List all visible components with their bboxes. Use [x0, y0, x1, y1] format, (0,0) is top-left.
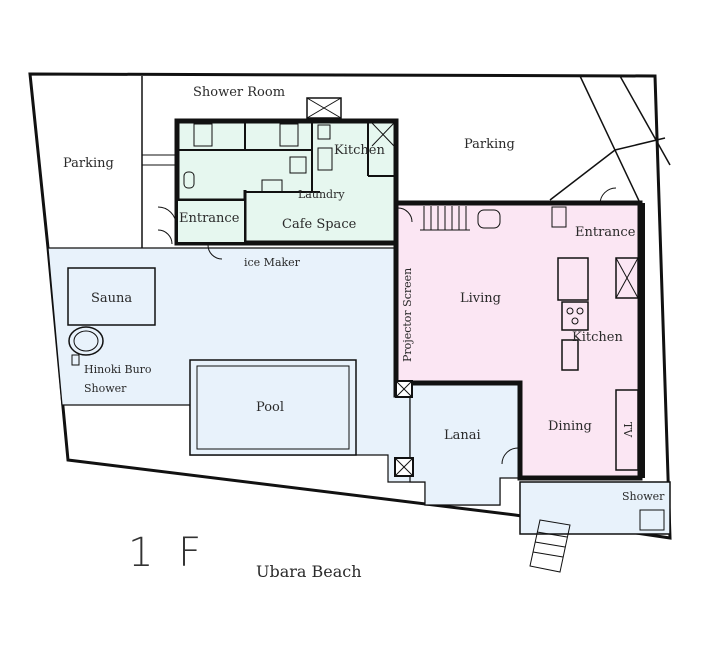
shower-stall — [193, 123, 213, 147]
pool — [189, 359, 357, 456]
stairs — [420, 206, 470, 231]
door-swing — [157, 229, 173, 245]
shower-left-label: Shower — [84, 382, 127, 395]
stove — [317, 124, 331, 140]
fridge-mark — [371, 122, 395, 147]
fridge-mark — [615, 257, 639, 299]
kitchen-sink — [561, 339, 579, 371]
toilet — [183, 171, 195, 189]
parking-line — [579, 75, 641, 204]
shower-stall — [279, 123, 299, 147]
parking-line — [619, 75, 671, 166]
hinoki-buro-label: Hinoki Buro — [84, 363, 152, 376]
laundry-label: Laundry — [298, 188, 345, 201]
kitchen-main-label: Kitchen — [572, 330, 623, 345]
sauna-room — [67, 267, 156, 326]
cooktop — [561, 301, 589, 331]
pool-inner — [196, 365, 350, 450]
sink — [551, 206, 567, 228]
parking-left-label: Parking — [63, 156, 114, 171]
steps — [529, 519, 571, 573]
column-mark — [394, 457, 414, 477]
washer — [261, 179, 283, 193]
door-swing — [207, 244, 223, 260]
floor-label: 1 F — [128, 530, 208, 576]
shower-room-label: Shower Room — [193, 85, 286, 100]
kitchen-small-label: Kitchen — [334, 143, 385, 158]
hinoki-tub — [73, 330, 99, 352]
cafe-space-label: Cafe Space — [282, 217, 357, 232]
sink — [289, 156, 307, 174]
dining-label: Dining — [548, 419, 592, 434]
shower-fixture — [71, 354, 80, 366]
hinoki-tub — [68, 326, 104, 356]
sauna-label: Sauna — [91, 291, 133, 306]
entrance-right-label: Entrance — [575, 225, 636, 240]
parking-line — [614, 137, 666, 151]
location-label: Ubara Beach — [256, 562, 362, 581]
burner — [566, 307, 574, 315]
burner — [571, 317, 579, 325]
shower-right-label: Shower — [622, 490, 665, 503]
ice-maker-label: ice Maker — [244, 256, 300, 269]
column-mark — [395, 380, 413, 398]
pool-label: Pool — [256, 400, 285, 415]
door-swing — [157, 206, 177, 226]
tv-label: TV — [621, 421, 635, 438]
lanai-label: Lanai — [444, 428, 481, 443]
living-label: Living — [460, 291, 501, 306]
vent-box — [306, 97, 342, 119]
vent-mark — [306, 97, 342, 119]
tv-cabinet — [615, 389, 639, 471]
door-swing — [397, 207, 413, 223]
burner — [576, 307, 584, 315]
parking-line — [549, 149, 616, 201]
shower-tray — [639, 509, 665, 531]
door-swing — [501, 447, 519, 465]
outdoor-shower-area — [519, 481, 671, 535]
toilet — [477, 209, 501, 229]
sink — [317, 147, 333, 171]
entrance-left-room — [176, 199, 246, 244]
fridge — [615, 257, 639, 299]
parking-top-label: Parking — [464, 137, 515, 152]
projector-screen-label: Projector Screen — [401, 267, 414, 362]
entrance-left-label: Entrance — [179, 211, 240, 226]
kitchen-counter — [557, 257, 589, 301]
door-swing — [599, 187, 617, 205]
